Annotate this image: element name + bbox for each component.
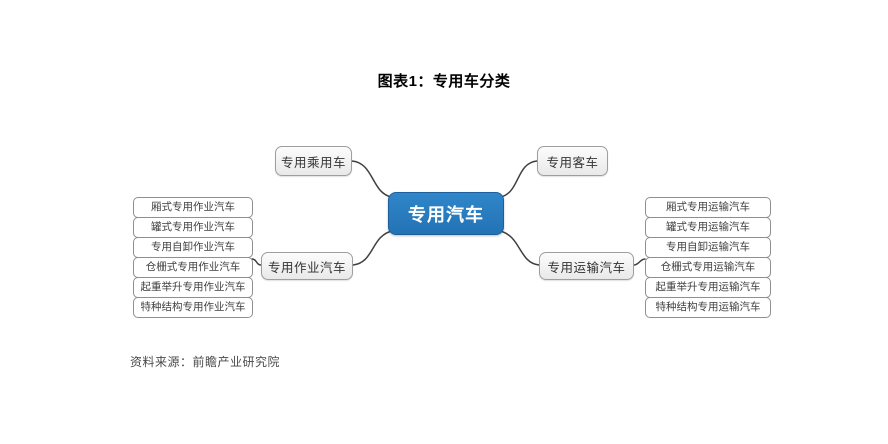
link-center-bus <box>500 160 538 198</box>
leaf-transport-item: 起重举升专用运输汽车 <box>645 277 771 298</box>
figure-title: 图表1：专用车分类 <box>377 73 511 90</box>
leaf-transport-item: 罐式专用运输汽车 <box>645 217 771 238</box>
link-operation-leaves <box>251 258 262 266</box>
leaf-operation-item: 厢式专用作业汽车 <box>133 197 253 218</box>
link-center-operation <box>352 230 393 266</box>
leaf-operation-item: 仓栅式专用作业汽车 <box>133 257 253 278</box>
link-center-transport <box>499 230 540 266</box>
link-transport-leaves <box>633 258 646 266</box>
leaf-operation-item: 起重举升专用作业汽车 <box>133 277 253 298</box>
leaf-transport-item: 厢式专用运输汽车 <box>645 197 771 218</box>
leaf-operation-item: 专用自卸作业汽车 <box>133 237 253 258</box>
leaf-transport-item: 仓栅式专用运输汽车 <box>645 257 771 278</box>
link-center-passenger <box>351 160 392 198</box>
operation-leaf-list: 厢式专用作业汽车 罐式专用作业汽车 专用自卸作业汽车 仓栅式专用作业汽车 起重举… <box>133 197 253 318</box>
node-branch-special-bus: 专用客车 <box>537 146 608 176</box>
leaf-operation-item: 特种结构专用作业汽车 <box>133 297 253 318</box>
leaf-transport-item: 特种结构专用运输汽车 <box>645 297 771 318</box>
node-branch-passenger-car: 专用乘用车 <box>275 146 352 176</box>
node-branch-transport-vehicle: 专用运输汽车 <box>539 252 634 280</box>
leaf-transport-item: 专用自卸运输汽车 <box>645 237 771 258</box>
leaf-operation-item: 罐式专用作业汽车 <box>133 217 253 238</box>
node-branch-operation-vehicle: 专用作业汽车 <box>261 252 353 280</box>
transport-leaf-list: 厢式专用运输汽车 罐式专用运输汽车 专用自卸运输汽车 仓栅式专用运输汽车 起重举… <box>645 197 771 318</box>
data-source-note: 资料来源：前瞻产业研究院 <box>130 355 281 369</box>
node-center-special-vehicle: 专用汽车 <box>388 192 504 235</box>
